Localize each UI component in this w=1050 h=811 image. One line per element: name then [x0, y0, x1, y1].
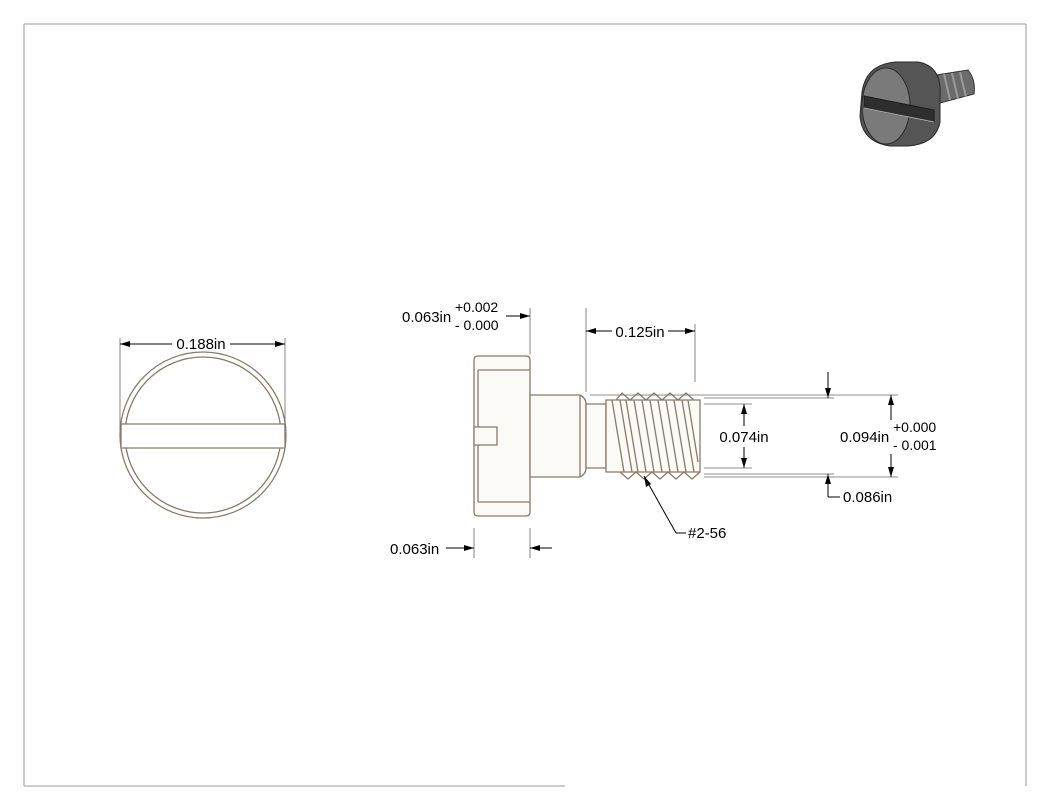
- shoulder-diameter-label: 0.094in: [840, 429, 889, 446]
- head-height-dimension: 0.063in +0.002 - 0.000: [402, 299, 531, 354]
- thread-major-diameter-label: 0.086in: [843, 489, 892, 506]
- slotted-shoulder-screw-icon: [859, 61, 975, 147]
- shoulder-tol-minus: - 0.001: [893, 437, 937, 453]
- shoulder-tol-plus: +0.000: [893, 419, 936, 435]
- thread-length-dimension: 0.125in: [585, 308, 696, 392]
- thread-callout-label: #2-56: [688, 525, 726, 542]
- end-view: [119, 351, 287, 519]
- thread-major-diameter-dimension: 0.086in: [704, 372, 892, 506]
- thread-length-label: 0.125in: [615, 324, 664, 341]
- head-height-tol-plus: +0.002: [455, 299, 498, 315]
- head-height-tol-minus: - 0.000: [455, 317, 499, 333]
- minor-diameter-dimension: 0.074in: [704, 403, 769, 469]
- diameter-label: 0.188in: [176, 336, 225, 353]
- side-view: [473, 355, 701, 517]
- shoulder-diameter-dimension: 0.094in +0.000 - 0.001: [590, 394, 937, 478]
- shoulder-length-label: 0.063in: [390, 541, 439, 558]
- head-height-label: 0.063in: [402, 309, 451, 326]
- minor-diameter-label: 0.074in: [719, 429, 768, 446]
- thread-lines: [611, 392, 701, 480]
- end-view-diameter-dimension: 0.188in: [119, 336, 286, 430]
- thread-callout: #2-56: [643, 475, 726, 542]
- shoulder-length-dimension: 0.063in: [390, 528, 552, 558]
- sheet-border: [23, 23, 1027, 787]
